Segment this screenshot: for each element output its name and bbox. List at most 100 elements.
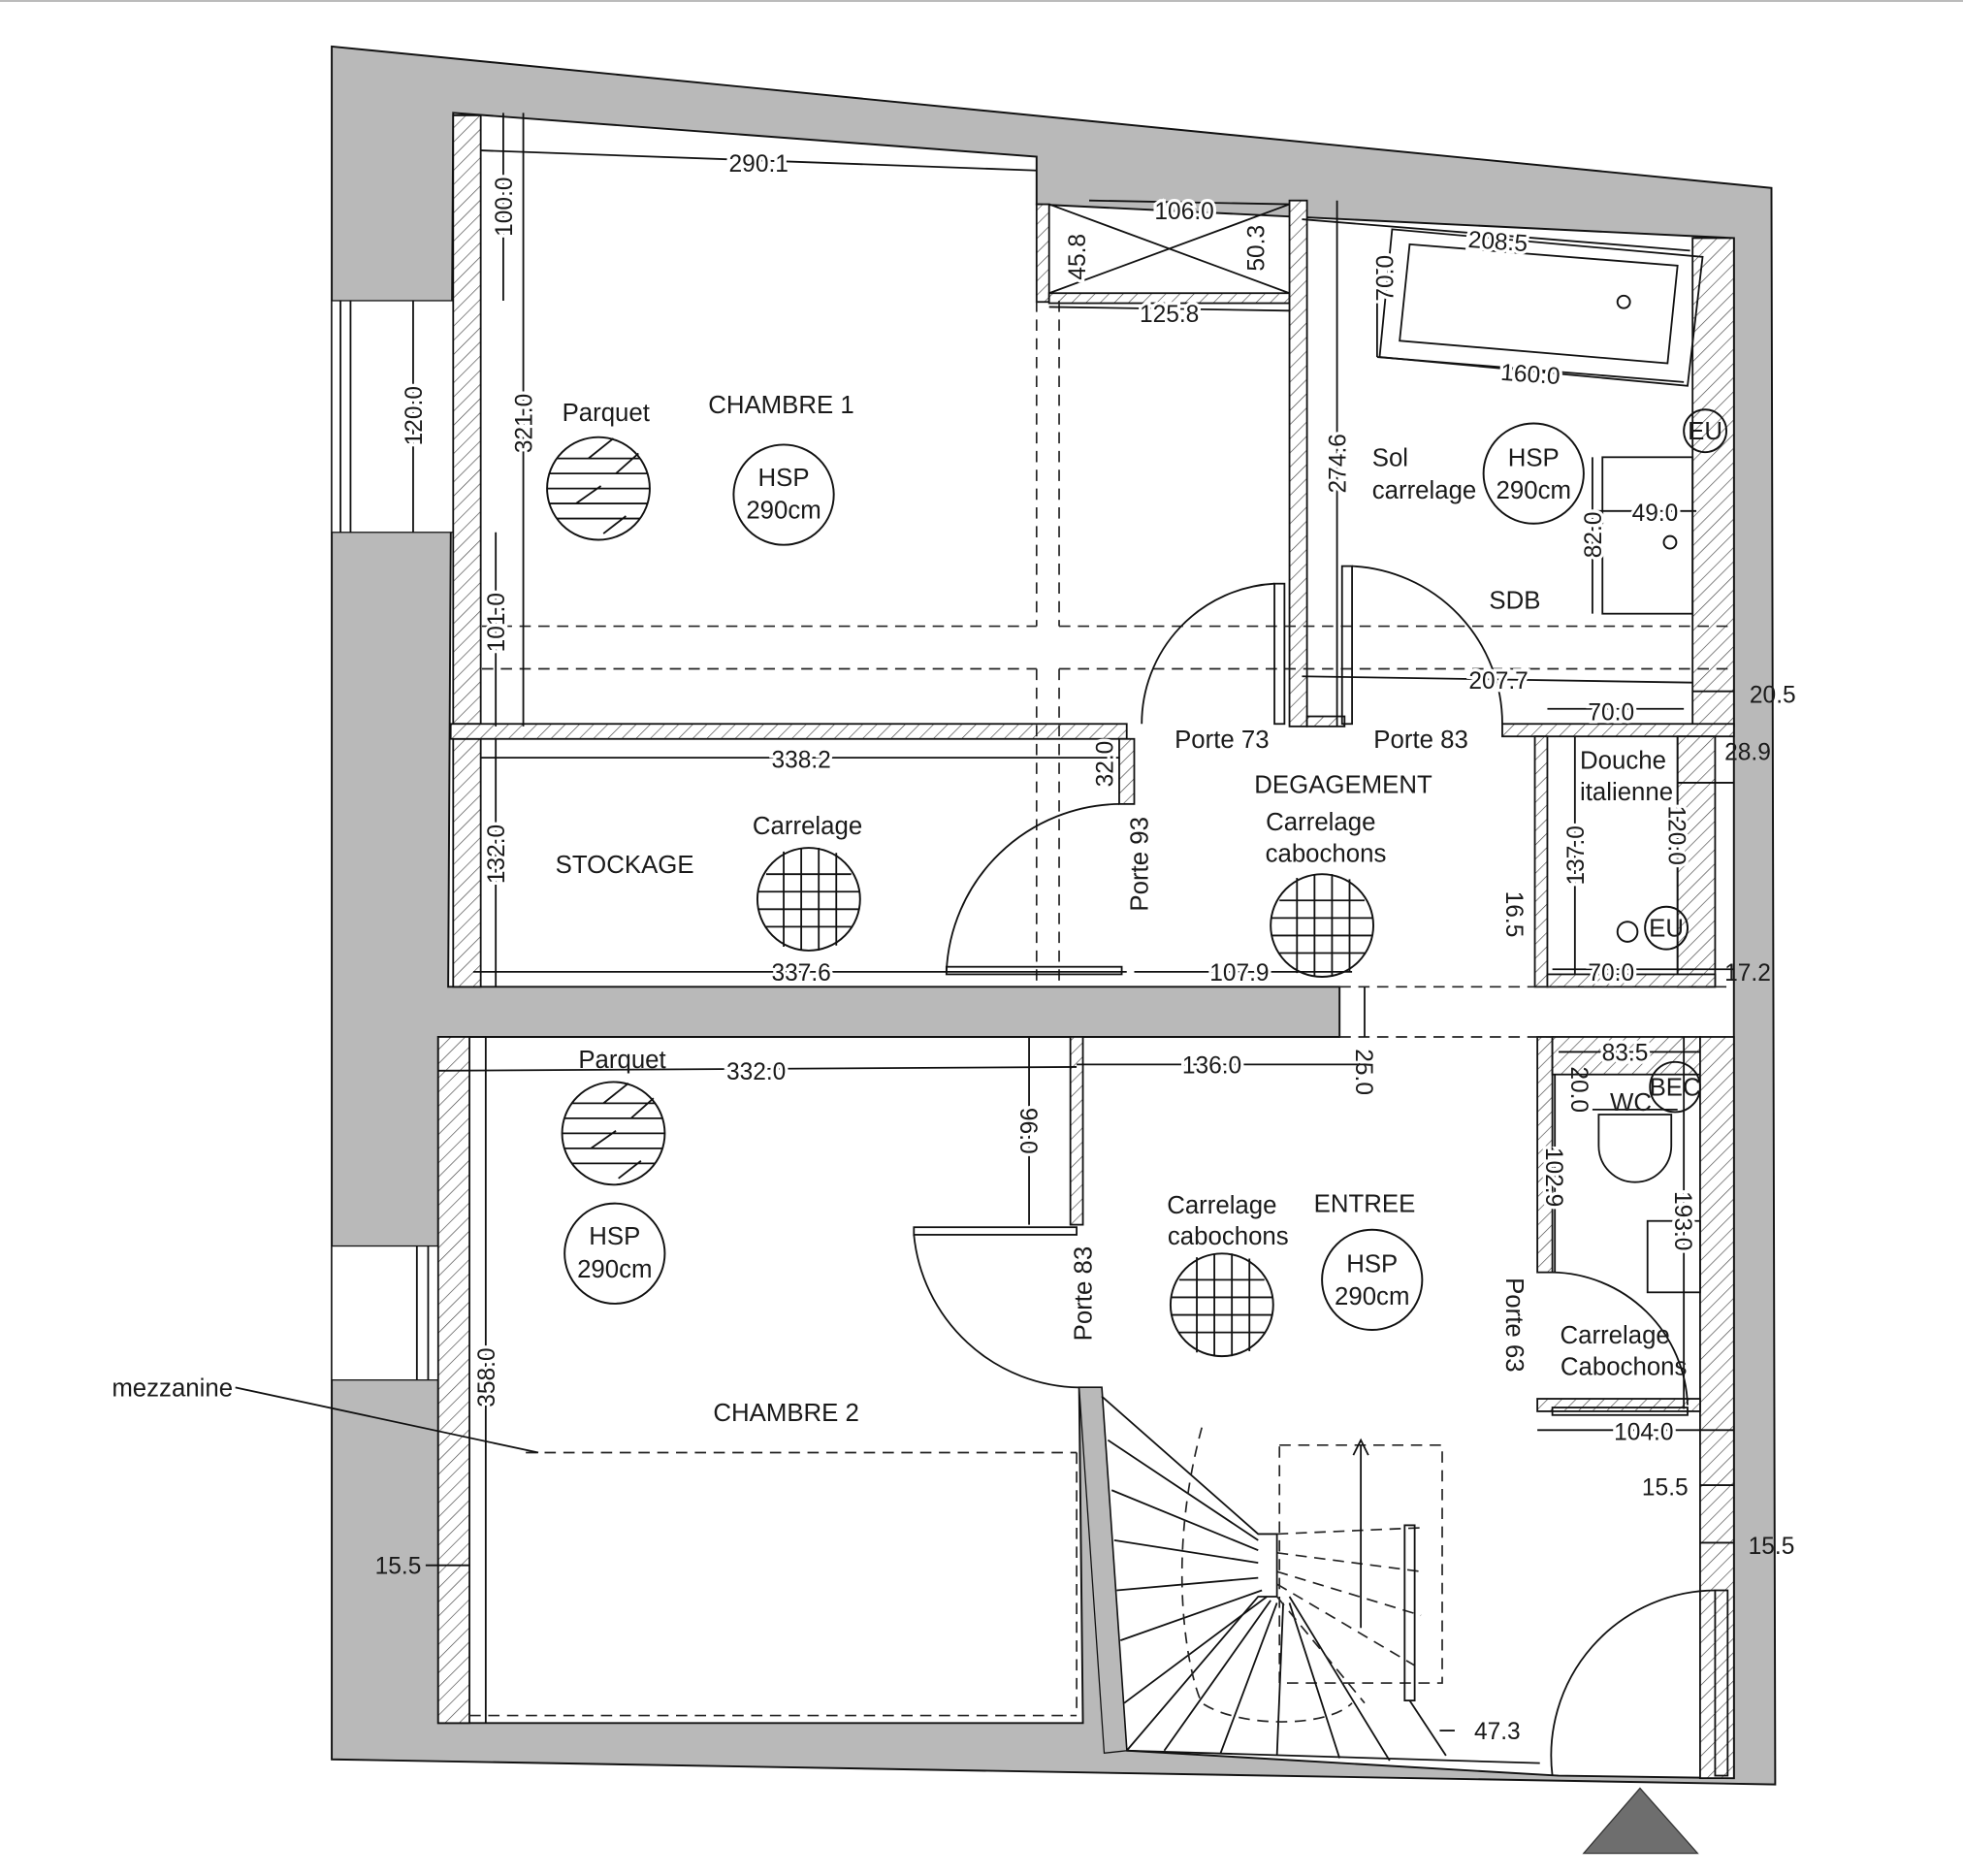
dimension: 96.0 (1014, 1108, 1041, 1154)
door-labels: Porte 73 Porte 83 Porte 93 Porte 83 Port… (1071, 727, 1528, 1373)
material-label: Carrelage (1561, 1322, 1670, 1349)
eu-label: EU (1649, 916, 1684, 943)
hsp-sdb: HSP 290cm (1482, 422, 1585, 525)
closet-cross (1048, 203, 1290, 295)
material-label: Sol (1372, 444, 1408, 471)
dimension: 104.0 (1614, 1420, 1673, 1446)
dimension: 193.0 (1669, 1191, 1695, 1250)
material-label: cabochons (1266, 840, 1387, 867)
dimension: 15.5 (1642, 1474, 1689, 1501)
room-degagement: DEGAGEMENT (1254, 771, 1432, 798)
hsp-label: HSP (1346, 1251, 1398, 1278)
parquet-symbol (546, 436, 651, 541)
dimension: 15.5 (1749, 1534, 1795, 1560)
dimension-lines (235, 113, 1734, 1731)
hsp-value: 290cm (1335, 1283, 1409, 1310)
window-chambre2 (331, 1245, 439, 1381)
material-label: Carrelage (1167, 1192, 1276, 1219)
tile-symbol (756, 847, 861, 952)
dimension: 49.0 (1632, 501, 1679, 527)
dimension: 20.0 (1565, 1066, 1592, 1113)
hsp-value: 290cm (577, 1256, 652, 1283)
dimension: 70.0 (1588, 699, 1634, 726)
sdb-vanity (1601, 456, 1694, 615)
staircase (1101, 1395, 1540, 1764)
door-label: Porte 73 (1175, 727, 1270, 754)
dimension: 17.2 (1724, 960, 1771, 987)
hsp-chambre1: HSP 290cm (732, 443, 835, 546)
dimension-labels: 290.1 106.0 125.8 208.5 160.0 49.0 207.7… (375, 148, 1796, 1745)
wc-sink (1646, 1219, 1701, 1294)
dimension: 338.2 (771, 747, 830, 773)
bec-symbol (1649, 1060, 1701, 1114)
dimension: 274.6 (1326, 434, 1352, 493)
mezzanine-label: mezzanine (112, 1375, 233, 1402)
room-wc: WC (1610, 1089, 1652, 1116)
eu-label: EU (1688, 418, 1722, 445)
dimension: 47.3 (1474, 1719, 1521, 1745)
tile-symbol (1169, 1252, 1274, 1358)
dimension: 207.7 (1468, 668, 1528, 695)
room-douche: Douche (1580, 748, 1666, 775)
room-sdb: SDB (1489, 588, 1540, 615)
dimension: 125.8 (1140, 302, 1199, 328)
tile-symbol (1270, 873, 1374, 978)
doors (913, 565, 1729, 1777)
dimension: 15.5 (375, 1554, 422, 1580)
eu-symbol (1644, 905, 1689, 951)
dimension: 32.0 (1093, 741, 1119, 788)
dimension: 100.0 (492, 177, 518, 236)
dimension: 82.0 (1581, 511, 1607, 558)
dimension: 50.3 (1244, 225, 1271, 272)
hsp-chambre2: HSP 290cm (563, 1202, 666, 1305)
dimension: 83.5 (1602, 1041, 1649, 1067)
dimension: 28.9 (1724, 740, 1771, 766)
partition-walls (436, 114, 1735, 1780)
room-chambre1: CHAMBRE 1 (708, 392, 854, 419)
material-label: Carrelage (1266, 809, 1375, 836)
material-label: Parquet (578, 1047, 665, 1074)
door-label: Porte 83 (1373, 727, 1468, 754)
room-stockage: STOCKAGE (556, 852, 694, 879)
room-douche-2: italienne (1580, 779, 1673, 806)
parquet-symbol (561, 1081, 666, 1186)
material-labels: Parquet Carrelage Carrelage cabochons So… (563, 400, 1688, 1381)
material-label: Parquet (563, 400, 650, 427)
sink-drain (1662, 534, 1678, 550)
dimension: 290.1 (729, 151, 788, 178)
shower-drain (1616, 921, 1639, 943)
room-entree: ENTREE (1314, 1191, 1416, 1218)
top-border (0, 0, 1963, 2)
dimension: 101.0 (484, 593, 510, 652)
dimension: 107.9 (1209, 960, 1269, 987)
hsp-label: HSP (758, 465, 810, 492)
hsp-value: 290cm (1496, 477, 1571, 504)
dimension: 45.8 (1065, 234, 1091, 280)
dimension: 137.0 (1563, 825, 1590, 885)
dimension: 337.6 (771, 960, 830, 987)
dimension: 106.0 (1154, 199, 1213, 225)
material-label: cabochons (1168, 1223, 1289, 1250)
dimension: 136.0 (1182, 1052, 1241, 1079)
dimension: 332.0 (726, 1059, 786, 1085)
dimension: 160.0 (1499, 360, 1561, 390)
material-label: Carrelage (753, 813, 862, 840)
material-label: Cabochons (1561, 1353, 1688, 1380)
dimension: 120.0 (402, 386, 428, 445)
material-label: carrelage (1372, 477, 1477, 504)
dimension: 132.0 (484, 825, 510, 884)
bec-label: BEC (1650, 1075, 1701, 1102)
hsp-label: HSP (1508, 444, 1560, 471)
door-label: Porte 83 (1071, 1246, 1098, 1342)
bathtub (1378, 228, 1704, 387)
dimension: 20.5 (1750, 682, 1796, 708)
door-label: Porte 93 (1127, 817, 1154, 912)
room-chambre2: CHAMBRE 2 (713, 1400, 859, 1427)
dimension: 208.5 (1467, 227, 1529, 257)
dimension: 25.0 (1350, 1049, 1376, 1095)
dimension: 358.0 (474, 1347, 500, 1407)
dashed-lines (469, 300, 1734, 1717)
window-chambre1 (331, 300, 454, 534)
dimension: 70.0 (1373, 255, 1400, 302)
